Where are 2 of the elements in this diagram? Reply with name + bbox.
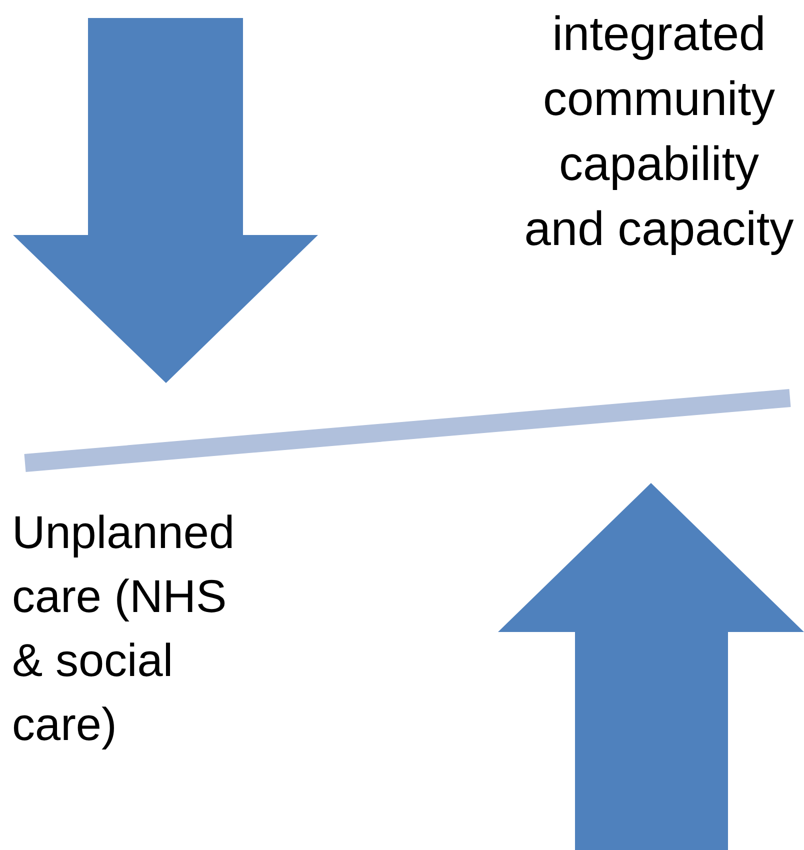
label-text: Unplanned care (NHS & social care) xyxy=(12,505,236,752)
label-text: integrated community capability and capacity xyxy=(523,7,795,258)
